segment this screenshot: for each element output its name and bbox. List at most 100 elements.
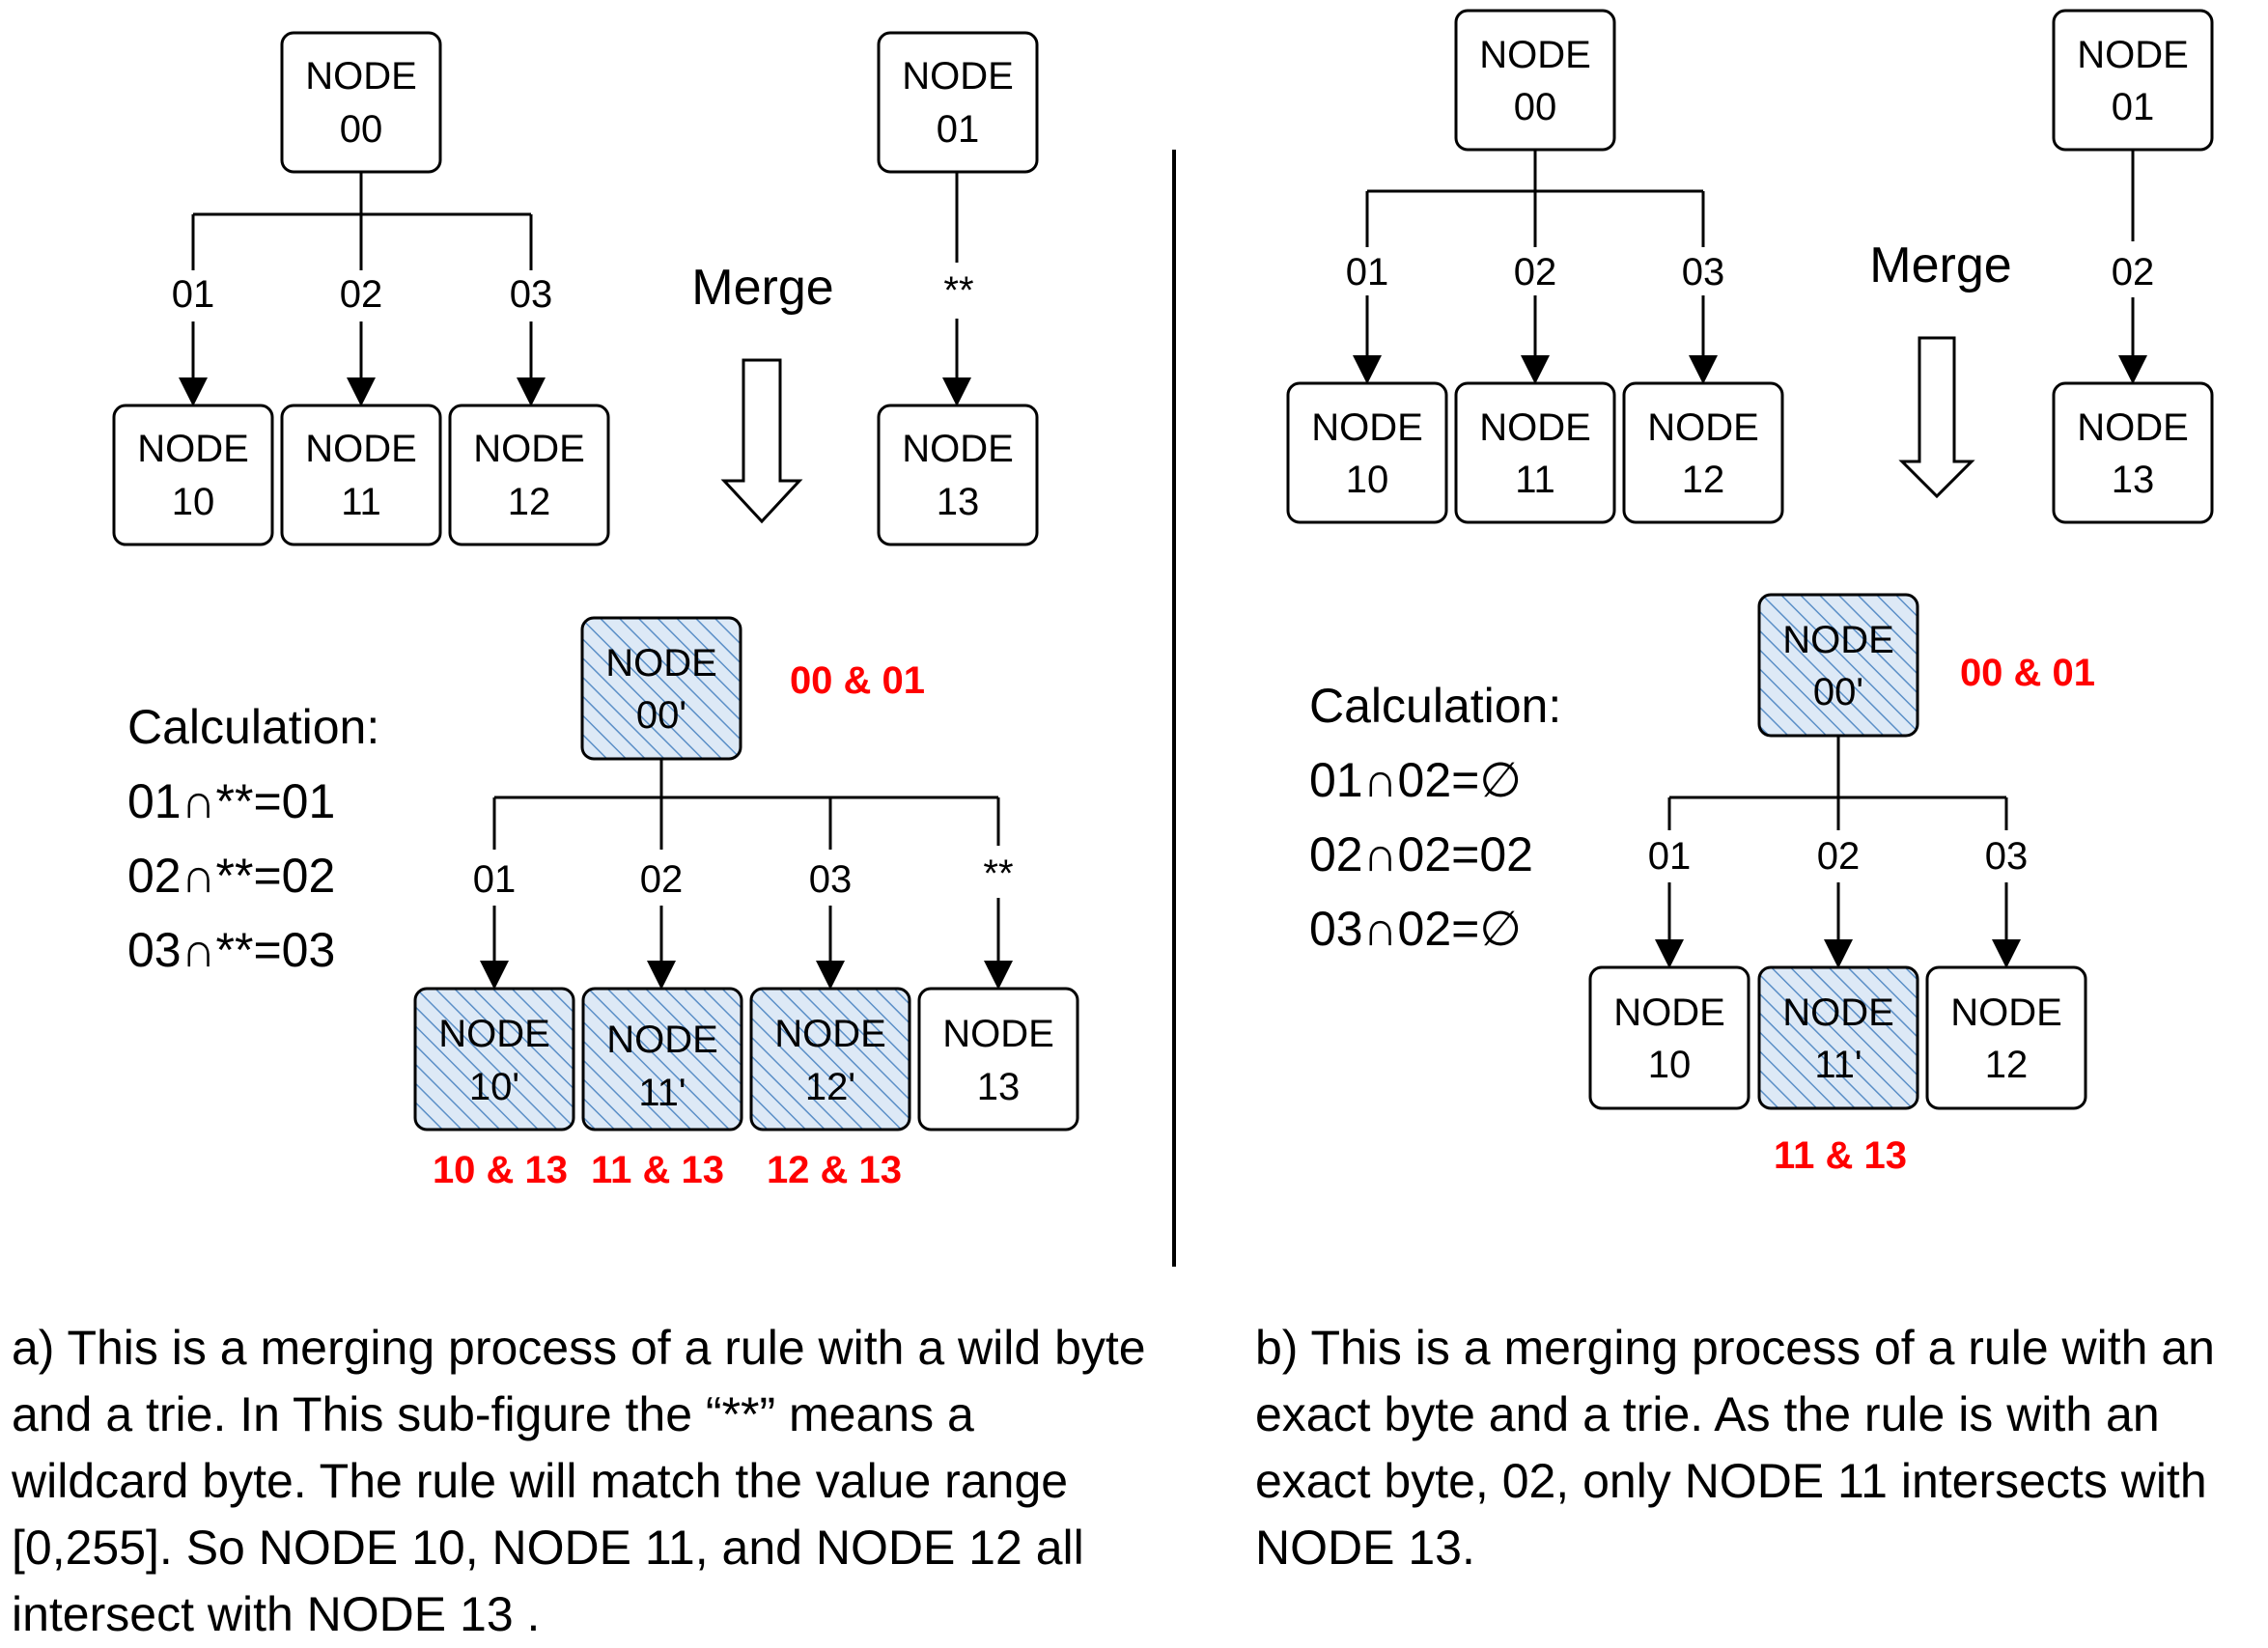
panel-b-result-edge-label-02: 02 <box>1817 835 1861 878</box>
panel-b-calculation-line-1: 01∩02=∅ <box>1309 753 1522 807</box>
panel-b-calculation-line-2: 02∩02=02 <box>1309 827 1533 881</box>
panel-a-node-12: NODE 12 <box>448 404 610 546</box>
svg-text:00: 00 <box>1514 86 1557 128</box>
svg-text:NODE: NODE <box>473 428 585 470</box>
svg-text:NODE: NODE <box>1782 619 1894 661</box>
panel-b-edge-label-03: 03 <box>1682 251 1725 293</box>
svg-text:NODE: NODE <box>305 428 417 470</box>
svg-text:10': 10' <box>469 1066 519 1108</box>
panel-a-node-11: NODE 11 <box>280 404 442 546</box>
svg-text:12': 12' <box>805 1066 855 1108</box>
svg-text:12: 12 <box>1985 1044 2029 1086</box>
panel-b-result-node-11p: NODE 11' <box>1757 965 1919 1110</box>
svg-text:NODE: NODE <box>305 55 417 98</box>
svg-text:NODE: NODE <box>902 428 1014 470</box>
panel-b-result-node-00p: NODE 00' <box>1757 593 1919 738</box>
panel-a-calculation-title: Calculation: <box>127 700 379 754</box>
panel-b-result-node-12: NODE 12 <box>1925 965 2087 1110</box>
panel-b-node-11: NODE 11 <box>1454 381 1616 524</box>
panel-b-child-note-11-13: 11 & 13 <box>1774 1134 1907 1177</box>
panel-a-calculation-line-1: 01∩**=01 <box>127 774 335 828</box>
panel-a-child-note-11-13: 11 & 13 <box>591 1149 724 1191</box>
panel-b-caption: b) This is a merging process of a rule w… <box>1255 1321 2215 1575</box>
panel-a-result-node-10p: NODE 10' <box>413 987 575 1131</box>
panel-a-edge-label-03: 03 <box>510 273 553 316</box>
svg-text:NODE: NODE <box>605 642 717 684</box>
svg-text:11: 11 <box>1515 459 1555 501</box>
panel-a-result-node-13: NODE 13 <box>917 987 1079 1131</box>
svg-text:11: 11 <box>341 481 381 523</box>
svg-text:NODE: NODE <box>1782 992 1894 1034</box>
panel-b-node-01: NODE 01 <box>2052 9 2214 152</box>
panel-a-result-node-12p: NODE 12' <box>749 987 911 1131</box>
svg-text:NODE: NODE <box>1479 406 1591 449</box>
panel-b-result-edge-label-01: 01 <box>1648 835 1692 878</box>
svg-text:NODE: NODE <box>1613 992 1725 1034</box>
panel-b-edge-label-02: 02 <box>1514 251 1557 293</box>
panel-a-result-node-11p: NODE 11' <box>581 987 743 1131</box>
panel-a-top-tree-lines <box>179 172 971 406</box>
svg-text:11': 11' <box>1814 1044 1862 1086</box>
panel-a-calculation: Calculation: 01∩**=01 02∩**=02 03∩**=03 <box>127 700 379 977</box>
svg-text:12: 12 <box>1682 459 1725 501</box>
svg-text:12: 12 <box>508 481 551 523</box>
svg-text:NODE: NODE <box>2077 406 2189 449</box>
svg-text:00: 00 <box>340 108 383 151</box>
panel-a-merge-arrow <box>720 358 803 524</box>
panel-b-node-12: NODE 12 <box>1622 381 1784 524</box>
panel-b-result-node-10: NODE 10 <box>1588 965 1750 1110</box>
panel-b-node-10: NODE 10 <box>1286 381 1448 524</box>
panel-a-result-node-00p: NODE 00' <box>580 616 742 761</box>
svg-text:10: 10 <box>1648 1044 1692 1086</box>
panel-b-merge-label: Merge <box>1869 237 2011 293</box>
panel-b-result-tree-lines <box>1655 736 2021 968</box>
svg-text:NODE: NODE <box>1647 406 1759 449</box>
panel-a-result-edge-label-03: 03 <box>809 858 853 901</box>
panel-a-merge-label: Merge <box>691 260 833 316</box>
svg-text:NODE: NODE <box>1311 406 1423 449</box>
panel-b: NODE 00 NODE 01 NODE 10 NODE 11 NODE 12 … <box>1286 9 2214 1177</box>
panel-a-edge-label-wild: ** <box>943 269 973 312</box>
panel-b-root-note: 00 & 01 <box>1960 652 2095 694</box>
panel-b-node-13: NODE 13 <box>2052 381 2214 524</box>
svg-text:NODE: NODE <box>1950 992 2062 1034</box>
svg-text:01: 01 <box>937 108 980 151</box>
svg-text:00': 00' <box>636 694 686 737</box>
panel-b-node-00: NODE 00 <box>1454 9 1616 152</box>
svg-text:00': 00' <box>1813 671 1863 713</box>
panel-a-calculation-line-3: 03∩**=03 <box>127 923 335 977</box>
panel-b-calculation: Calculation: 01∩02=∅ 02∩02=02 03∩02=∅ <box>1309 679 1561 956</box>
svg-text:NODE: NODE <box>774 1013 886 1055</box>
svg-text:13: 13 <box>2112 459 2155 501</box>
panel-a-node-01: NODE 01 <box>877 31 1039 174</box>
panel-b-edge-label-01: 01 <box>1346 251 1389 293</box>
panel-a-child-note-12-13: 12 & 13 <box>767 1149 902 1191</box>
svg-text:13: 13 <box>977 1066 1021 1108</box>
svg-text:13: 13 <box>937 481 980 523</box>
panel-a-edge-label-02: 02 <box>340 273 383 316</box>
svg-text:NODE: NODE <box>606 1019 718 1061</box>
svg-text:NODE: NODE <box>2077 34 2189 76</box>
panel-a-child-note-10-13: 10 & 13 <box>433 1149 568 1191</box>
panel-a-edge-label-01: 01 <box>172 273 215 316</box>
svg-text:01: 01 <box>2112 86 2155 128</box>
panel-b-top-tree-lines <box>1353 150 2147 384</box>
panel-a-root-note: 00 & 01 <box>790 659 925 702</box>
panel-b-rule-edge-label-02: 02 <box>2112 251 2155 293</box>
panel-a-result-edge-label-01: 01 <box>473 858 517 901</box>
panel-a-result-edge-label-02: 02 <box>640 858 684 901</box>
panel-a-node-10: NODE 10 <box>112 404 274 546</box>
svg-text:NODE: NODE <box>942 1013 1054 1055</box>
panel-a-caption: a) This is a merging process of a rule w… <box>12 1321 1146 1641</box>
svg-text:10: 10 <box>1346 459 1389 501</box>
svg-text:11': 11' <box>638 1072 686 1114</box>
svg-text:10: 10 <box>172 481 215 523</box>
panel-a-result-edge-label-wild: ** <box>983 852 1013 895</box>
svg-text:NODE: NODE <box>438 1013 550 1055</box>
panel-a-node-13: NODE 13 <box>877 404 1039 546</box>
svg-text:NODE: NODE <box>1479 34 1591 76</box>
panel-a: NODE 00 NODE 01 NODE 10 NODE 11 NODE 12 … <box>112 31 1079 1191</box>
panel-a-node-00: NODE 00 <box>280 31 442 174</box>
panel-a-result-tree-lines <box>480 759 1013 990</box>
